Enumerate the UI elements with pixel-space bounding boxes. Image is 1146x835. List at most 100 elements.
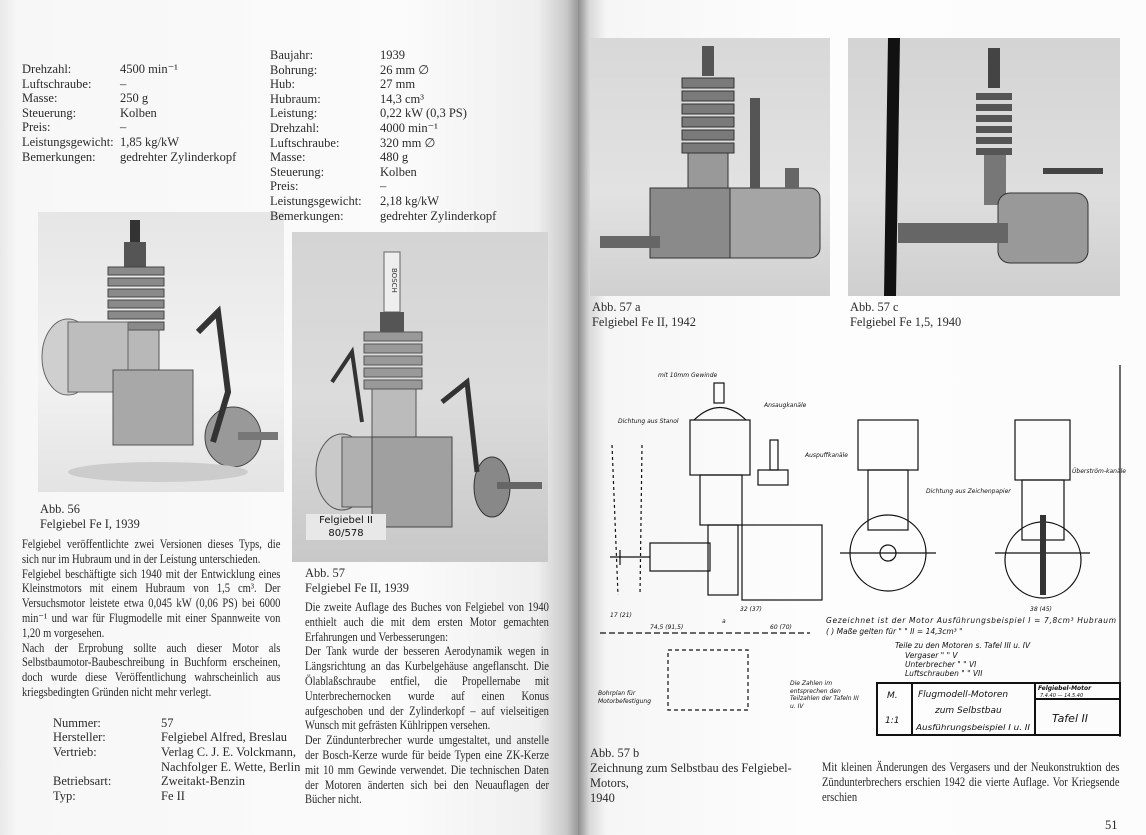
photo-felgiebel-fe15	[848, 38, 1120, 296]
spec-value: 1,85 kg/kW	[120, 134, 180, 149]
spec-row: Hubraum:14,3 cm³	[270, 92, 496, 107]
spec-key: Preis:	[270, 179, 299, 194]
spec-value: Zweitakt-Benzin	[161, 774, 245, 789]
spec-value: Nachfolger E. Wette, Berlin	[161, 759, 301, 774]
drawing-note: ( ) Maße gelten für " " II = 14,3cm³ "	[826, 627, 963, 636]
caption-abb-57: Abb. 57 Felgiebel Fe II, 1939	[305, 566, 549, 596]
spec-value: 1939	[380, 48, 405, 62]
drawing-label: Auspuffkanäle	[804, 452, 848, 459]
spec-key: Vertrieb:	[53, 744, 97, 759]
spec-row: Luftschraube: 320 mm ∅	[270, 136, 496, 151]
drawing-note: Gezeichnet ist der Motor Ausführungsbeis…	[826, 616, 1116, 625]
spec-key: Masse:	[22, 91, 58, 106]
paragraph: Der Zündunterbrecher wurde umgestaltet, …	[305, 733, 549, 807]
parts-item: Unterbrecher " " VI	[905, 660, 977, 669]
spec-value: 57	[161, 715, 174, 730]
spec-key: Leistungsgewicht:	[22, 134, 114, 149]
spec-row: Baujahr: 1939	[270, 48, 496, 63]
drawing-label: Die Zahlen im entsprechen den Teilzahlen…	[790, 680, 859, 710]
spec-key: Masse:	[270, 150, 306, 165]
spec-value: 0,22 kW (0,3 PS)	[380, 106, 467, 121]
spec-row: Hersteller: Felgiebel Alfred, Breslau	[53, 730, 287, 745]
spec-row: Nummer:57	[53, 716, 280, 731]
spec-key: Hubraum:	[270, 91, 321, 106]
photo-felgiebel-fe1	[38, 212, 284, 492]
caption-title: 1940	[590, 791, 615, 805]
page-number: 51	[1105, 818, 1118, 832]
spec-key: Bemerkungen:	[270, 208, 344, 223]
spec-value: gedrehter Zylinderkopf	[380, 208, 497, 223]
spec-key: Baujahr:	[270, 48, 314, 62]
drawing-label: Bohrplan für Motorbefestigung	[598, 690, 652, 705]
spec-value: Fe II	[161, 788, 185, 803]
spec-value: 26 mm ∅	[380, 62, 430, 77]
spec-value: Kolben	[380, 164, 417, 179]
dimension-label: 38 (45)	[1030, 606, 1052, 613]
spec-key: Drehzahl:	[270, 120, 320, 135]
spec-key: Drehzahl:	[22, 62, 72, 76]
caption-number: Abb. 57 a	[592, 300, 641, 314]
paragraph: Der Tank wurde der besseren Aerodynamik …	[305, 644, 549, 733]
paragraph: Felgiebel beschäftigte sich 1940 mit der…	[22, 566, 281, 640]
photo-felgiebel-fe2-1942	[590, 38, 830, 296]
spec-row: Preis: –	[270, 179, 496, 194]
spec-key: Luftschraube:	[270, 135, 340, 150]
spec-value: –	[380, 179, 387, 194]
parts-item: Luftschrauben " " VII	[905, 669, 983, 678]
caption-title: Felgiebel Fe 1,5, 1940	[850, 315, 962, 329]
spec-row: Bemerkungen: gedrehter Zylinderkopf	[270, 209, 496, 224]
spec-row: Typ: Fe II	[53, 789, 280, 804]
spec-row: Drehzahl:4000 min⁻¹	[270, 121, 496, 136]
drawing-label: Dichtung aus Stanol	[618, 418, 679, 425]
dimension-label: 60 (70)	[770, 624, 792, 631]
tag-line: Felgiebel II	[319, 515, 373, 526]
dimension-label: a	[722, 618, 726, 625]
parts-title: Teile zu den Motoren s. Tafel III u. IV	[895, 641, 1031, 650]
caption-title: Zeichnung zum Selbstbau des Felgiebel-Mo…	[590, 761, 792, 790]
right-body-text: Mit kleinen Änderungen des Vergasers und…	[822, 760, 1120, 804]
caption-abb-56: Abb. 56 Felgiebel Fe I, 1939	[40, 502, 280, 532]
spec-key: Leistungsgewicht:	[270, 193, 362, 208]
caption-number: Abb. 56	[40, 502, 80, 516]
tag-line: 80/578	[328, 528, 364, 539]
drawing-label: Ansaugkanäle	[763, 402, 807, 409]
photo-felgiebel-fe2: BOSCH Felgiebel II 80/578	[292, 232, 548, 562]
caption-title: Felgiebel Fe I, 1939	[40, 517, 140, 531]
mid-column: Abb. 57 Felgiebel Fe II, 1939 Die zweite…	[305, 566, 549, 807]
spec-row: Leistungsgewicht: 1,85 kg/kW	[22, 135, 236, 150]
spec-row: Betriebsart: Zweitakt-Benzin	[53, 774, 280, 789]
spec-value: 320 mm ∅	[380, 135, 436, 150]
caption-title: Felgiebel Fe II, 1942	[592, 315, 696, 329]
spec-key: Steuerung:	[270, 164, 325, 179]
spec-key: Typ:	[53, 788, 76, 803]
drawing-label: Dichtung aus Zeichenpapier	[926, 488, 1011, 495]
spec-value: –	[120, 120, 127, 135]
caption-number: Abb. 57 b	[590, 746, 640, 760]
spec-value: Verlag C. J. E. Volckmann,	[161, 744, 296, 759]
spec-value: 4500 min⁻¹	[120, 62, 178, 76]
spec-value: 27 mm	[380, 77, 416, 92]
spec-value: 2,18 kg/kW	[380, 193, 440, 208]
spec-row: Nachfolger E. Wette, Berlin	[53, 760, 300, 775]
drawing-label: Überström-kanäle	[1072, 468, 1126, 475]
spec-row: Vertrieb: Verlag C. J. E. Volckmann,	[53, 744, 296, 760]
paragraph: Mit kleinen Änderungen des Vergasers und…	[822, 760, 1120, 804]
spec-value: Felgiebel Alfred, Breslau	[161, 730, 288, 745]
spec-value: 480 g	[380, 150, 409, 165]
spec-row: Preis:–	[22, 120, 236, 135]
title-block-maker: Felgiebel-Motor	[1038, 685, 1092, 692]
spec-row: Steuerung:Kolben	[22, 106, 236, 121]
spec-key	[53, 760, 161, 775]
spec-key: Betriebsart:	[53, 774, 112, 789]
caption-title: Felgiebel Fe II, 1939	[305, 581, 409, 595]
caption-number: Abb. 57 c	[850, 300, 899, 314]
spec-row: Luftschraube:–	[22, 77, 236, 92]
spec-value: –	[120, 76, 127, 91]
spark-plug-label: BOSCH	[390, 268, 398, 293]
title-block-dates: 7.4.40 — 14.5.40	[1040, 693, 1083, 699]
spec-key: Hersteller:	[53, 730, 106, 745]
mid-body-text: Die zweite Auflage des Buches von Felgie…	[305, 600, 549, 807]
spec-row: Hub:27 mm	[270, 77, 496, 92]
